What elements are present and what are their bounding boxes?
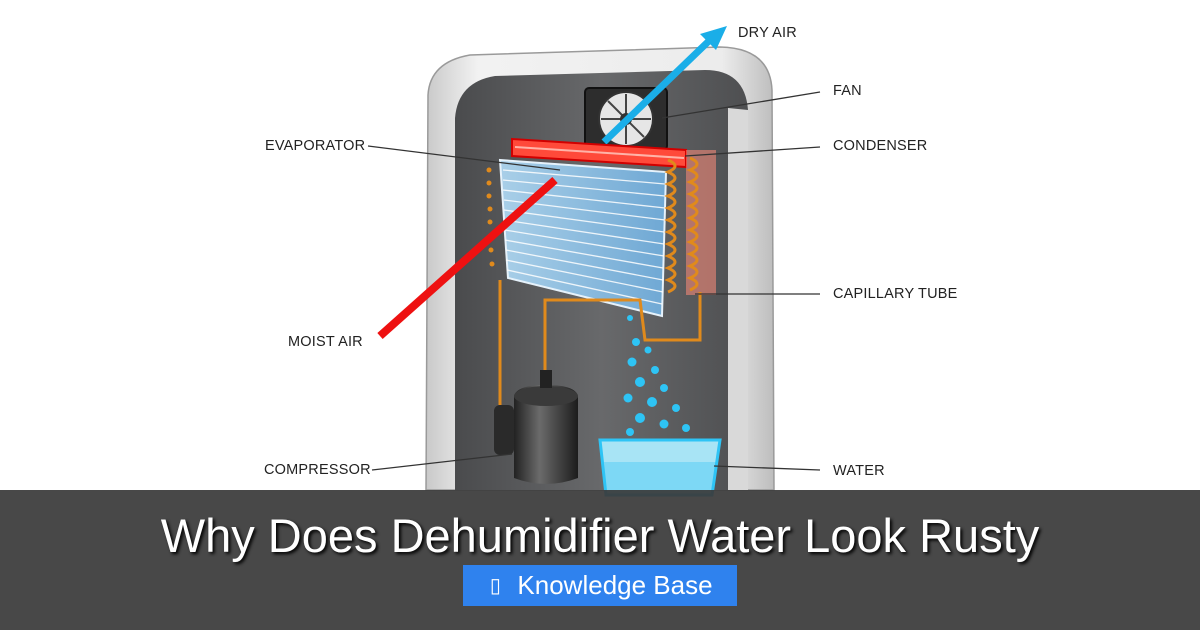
leader-lines [367,91,821,471]
water-droplets [623,315,690,436]
copper-coil [664,156,699,294]
compressor-unit [494,370,578,484]
label-moist-air: MOIST AIR [288,334,363,350]
badge-label: Knowledge Base [517,570,713,600]
book-icon: ▯ [489,575,501,597]
water-tank [598,438,722,497]
moist-air-arrow [377,177,558,339]
refrigerant-pipes [498,280,702,405]
page-title: Why Does Dehumidifier Water Look Rusty [160,509,1040,562]
label-capillary-tube: CAPILLARY TUBE [833,286,958,302]
knowledge-base-badge[interactable]: ▯ Knowledge Base [463,565,737,606]
label-water: WATER [833,463,885,479]
label-condenser: CONDENSER [833,138,927,154]
label-dry-air: DRY AIR [738,25,797,41]
evaporator-coil [498,158,668,318]
label-fan: FAN [833,83,862,99]
dry-air-arrow [601,26,727,145]
label-compressor: COMPRESSOR [264,462,371,478]
title-banner [0,490,1200,630]
label-evaporator: EVAPORATOR [265,138,365,154]
condenser-coil [511,137,716,295]
